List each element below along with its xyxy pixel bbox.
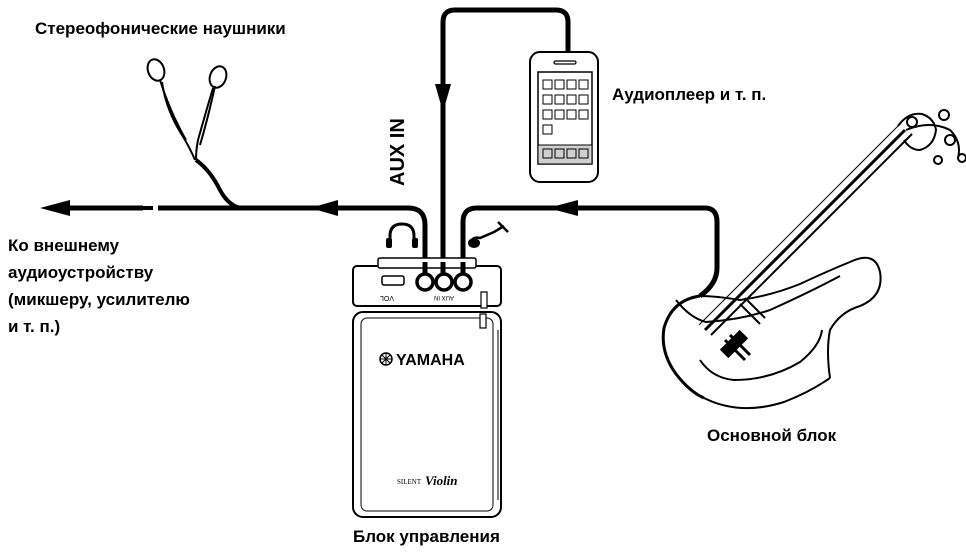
headphones-icon-left xyxy=(386,238,392,248)
aux-in-marking: AUX IN xyxy=(434,294,454,300)
external-label-line-1: Ко внешнему xyxy=(8,236,120,255)
headphones-icon xyxy=(388,222,416,246)
aux-in-label: AUX IN xyxy=(387,118,409,186)
aux-in-cable xyxy=(440,7,571,262)
volume-slider xyxy=(381,275,405,286)
external-device-label: Ко внешнему аудиоустройству (микшеру, ус… xyxy=(8,232,190,340)
external-label-line-4: и т. п.) xyxy=(8,317,61,336)
output-cable xyxy=(68,205,428,262)
violin-jack xyxy=(453,272,473,292)
violin-illustration xyxy=(661,109,966,410)
brand-text: YAMAHA xyxy=(396,352,465,369)
model-script-text: Violin xyxy=(425,473,458,488)
aux-in-jack xyxy=(434,272,454,292)
audio-player-illustration xyxy=(529,51,599,183)
stereo-headphones-illustration xyxy=(146,58,241,210)
output-arrow-head xyxy=(40,200,70,216)
audio-player-label: Аудиоплеер и т. п. xyxy=(612,85,767,104)
headphones-label: Стереофонические наушники xyxy=(35,19,286,38)
yamaha-logo xyxy=(379,352,393,366)
violin-cable-arrow xyxy=(548,200,578,216)
aux-in-arrow xyxy=(435,84,451,112)
external-label-line-2: аудиоустройству xyxy=(8,263,154,282)
main-unit-label: Основной блок xyxy=(707,426,837,445)
control-unit-label: Блок управления xyxy=(353,527,500,546)
model-small-text: SILENT xyxy=(397,478,422,486)
headphone-jack xyxy=(415,272,435,292)
violin-jack-icon xyxy=(468,221,509,248)
vol-marking: VOL xyxy=(380,294,394,301)
external-label-line-3: (микшеру, усилителю xyxy=(8,290,190,309)
output-arrow-mid xyxy=(310,200,338,216)
headphones-icon-right xyxy=(412,238,418,248)
violin-cable xyxy=(460,205,720,299)
control-unit-illustration: VOL AUX IN YAMAHA SILENT Violin xyxy=(352,257,502,518)
